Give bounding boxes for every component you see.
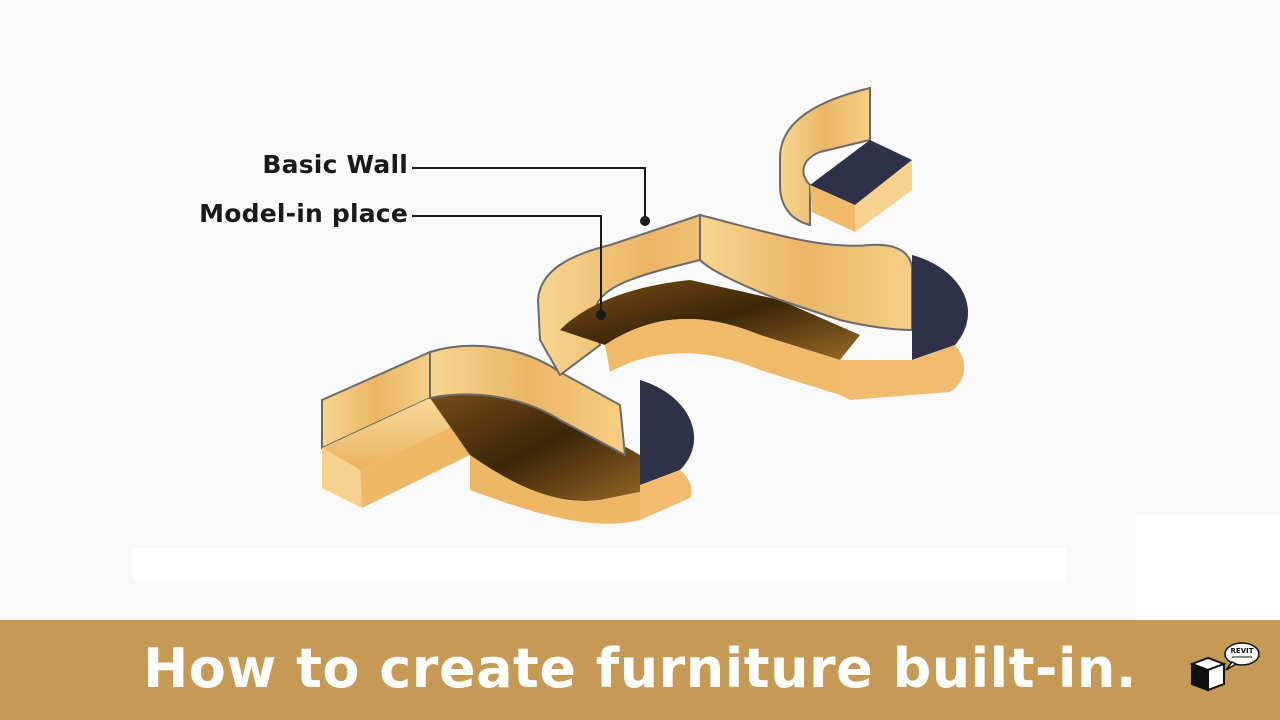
revit-logo: REVIT xyxy=(1188,640,1262,696)
video-title: How to create furniture built-in. xyxy=(143,637,1137,700)
model-in-place-leader xyxy=(412,215,602,314)
upper-right-section xyxy=(779,86,912,232)
left-seat-section xyxy=(321,344,695,524)
model-in-place-label: Model-in place xyxy=(199,199,408,228)
model-viewport xyxy=(133,86,1280,620)
logo-bubble-text: REVIT xyxy=(1231,647,1254,655)
callout-leaders xyxy=(412,167,650,320)
basic-wall-label: Basic Wall xyxy=(262,150,408,179)
backdrop-corner xyxy=(1136,515,1280,620)
basic-wall-leader xyxy=(412,167,646,220)
backdrop-band xyxy=(133,548,1066,582)
footer-bar xyxy=(0,620,1280,720)
revit-cube-speech-bubble-icon: REVIT xyxy=(1189,642,1260,692)
middle-seat-section xyxy=(536,213,969,400)
built-in-furniture-model xyxy=(133,86,1280,620)
